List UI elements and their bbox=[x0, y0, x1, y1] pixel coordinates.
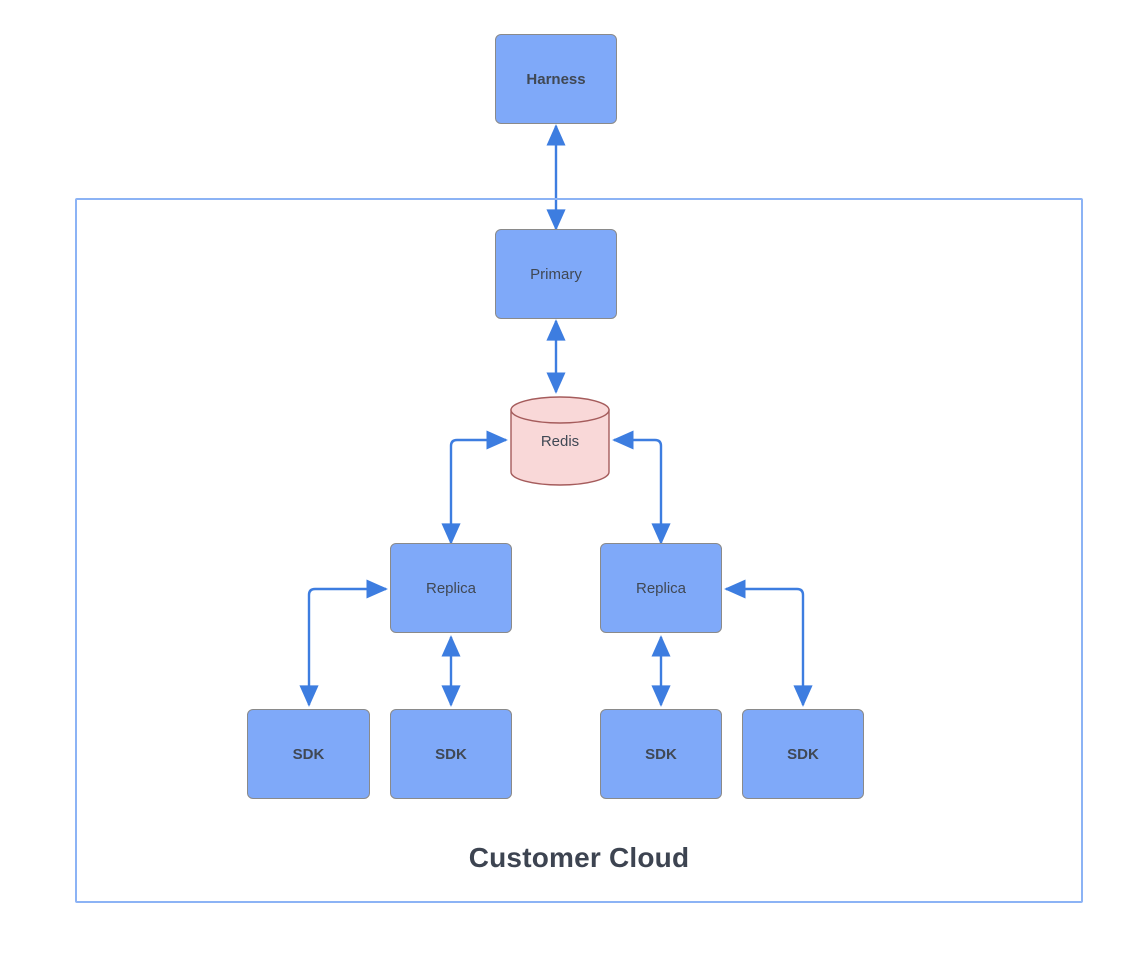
node-sdk-3[interactable]: SDK bbox=[600, 709, 722, 799]
node-sdk-1-label: SDK bbox=[292, 745, 325, 763]
edge-redis-replica-left bbox=[441, 430, 508, 545]
node-replica-right-label: Replica bbox=[635, 579, 687, 597]
node-sdk-2[interactable]: SDK bbox=[390, 709, 512, 799]
customer-cloud-boundary bbox=[75, 198, 1083, 903]
node-replica-left[interactable]: Replica bbox=[390, 543, 512, 633]
node-sdk-3-label: SDK bbox=[645, 745, 677, 763]
node-redis[interactable]: Redis bbox=[510, 396, 610, 486]
node-sdk-4-label: SDK bbox=[787, 745, 819, 763]
node-harness[interactable]: Harness bbox=[495, 34, 617, 124]
node-sdk-4[interactable]: SDK bbox=[742, 709, 864, 799]
customer-cloud-label: Customer Cloud bbox=[468, 842, 690, 873]
node-primary-label: Primary bbox=[530, 265, 582, 283]
edge-redis-replica-right bbox=[612, 430, 671, 545]
edge-sdk-4-replica-right bbox=[724, 579, 813, 707]
node-sdk-2-label: SDK bbox=[435, 745, 467, 763]
node-replica-left-label: Replica bbox=[425, 579, 477, 597]
edge-sdk-1-replica-left bbox=[299, 579, 388, 707]
node-replica-right[interactable]: Replica bbox=[600, 543, 722, 633]
node-primary[interactable]: Primary bbox=[495, 229, 617, 319]
node-harness-label: Harness bbox=[526, 70, 586, 88]
node-sdk-1[interactable]: SDK bbox=[247, 709, 370, 799]
cylinder-icon bbox=[510, 396, 610, 486]
